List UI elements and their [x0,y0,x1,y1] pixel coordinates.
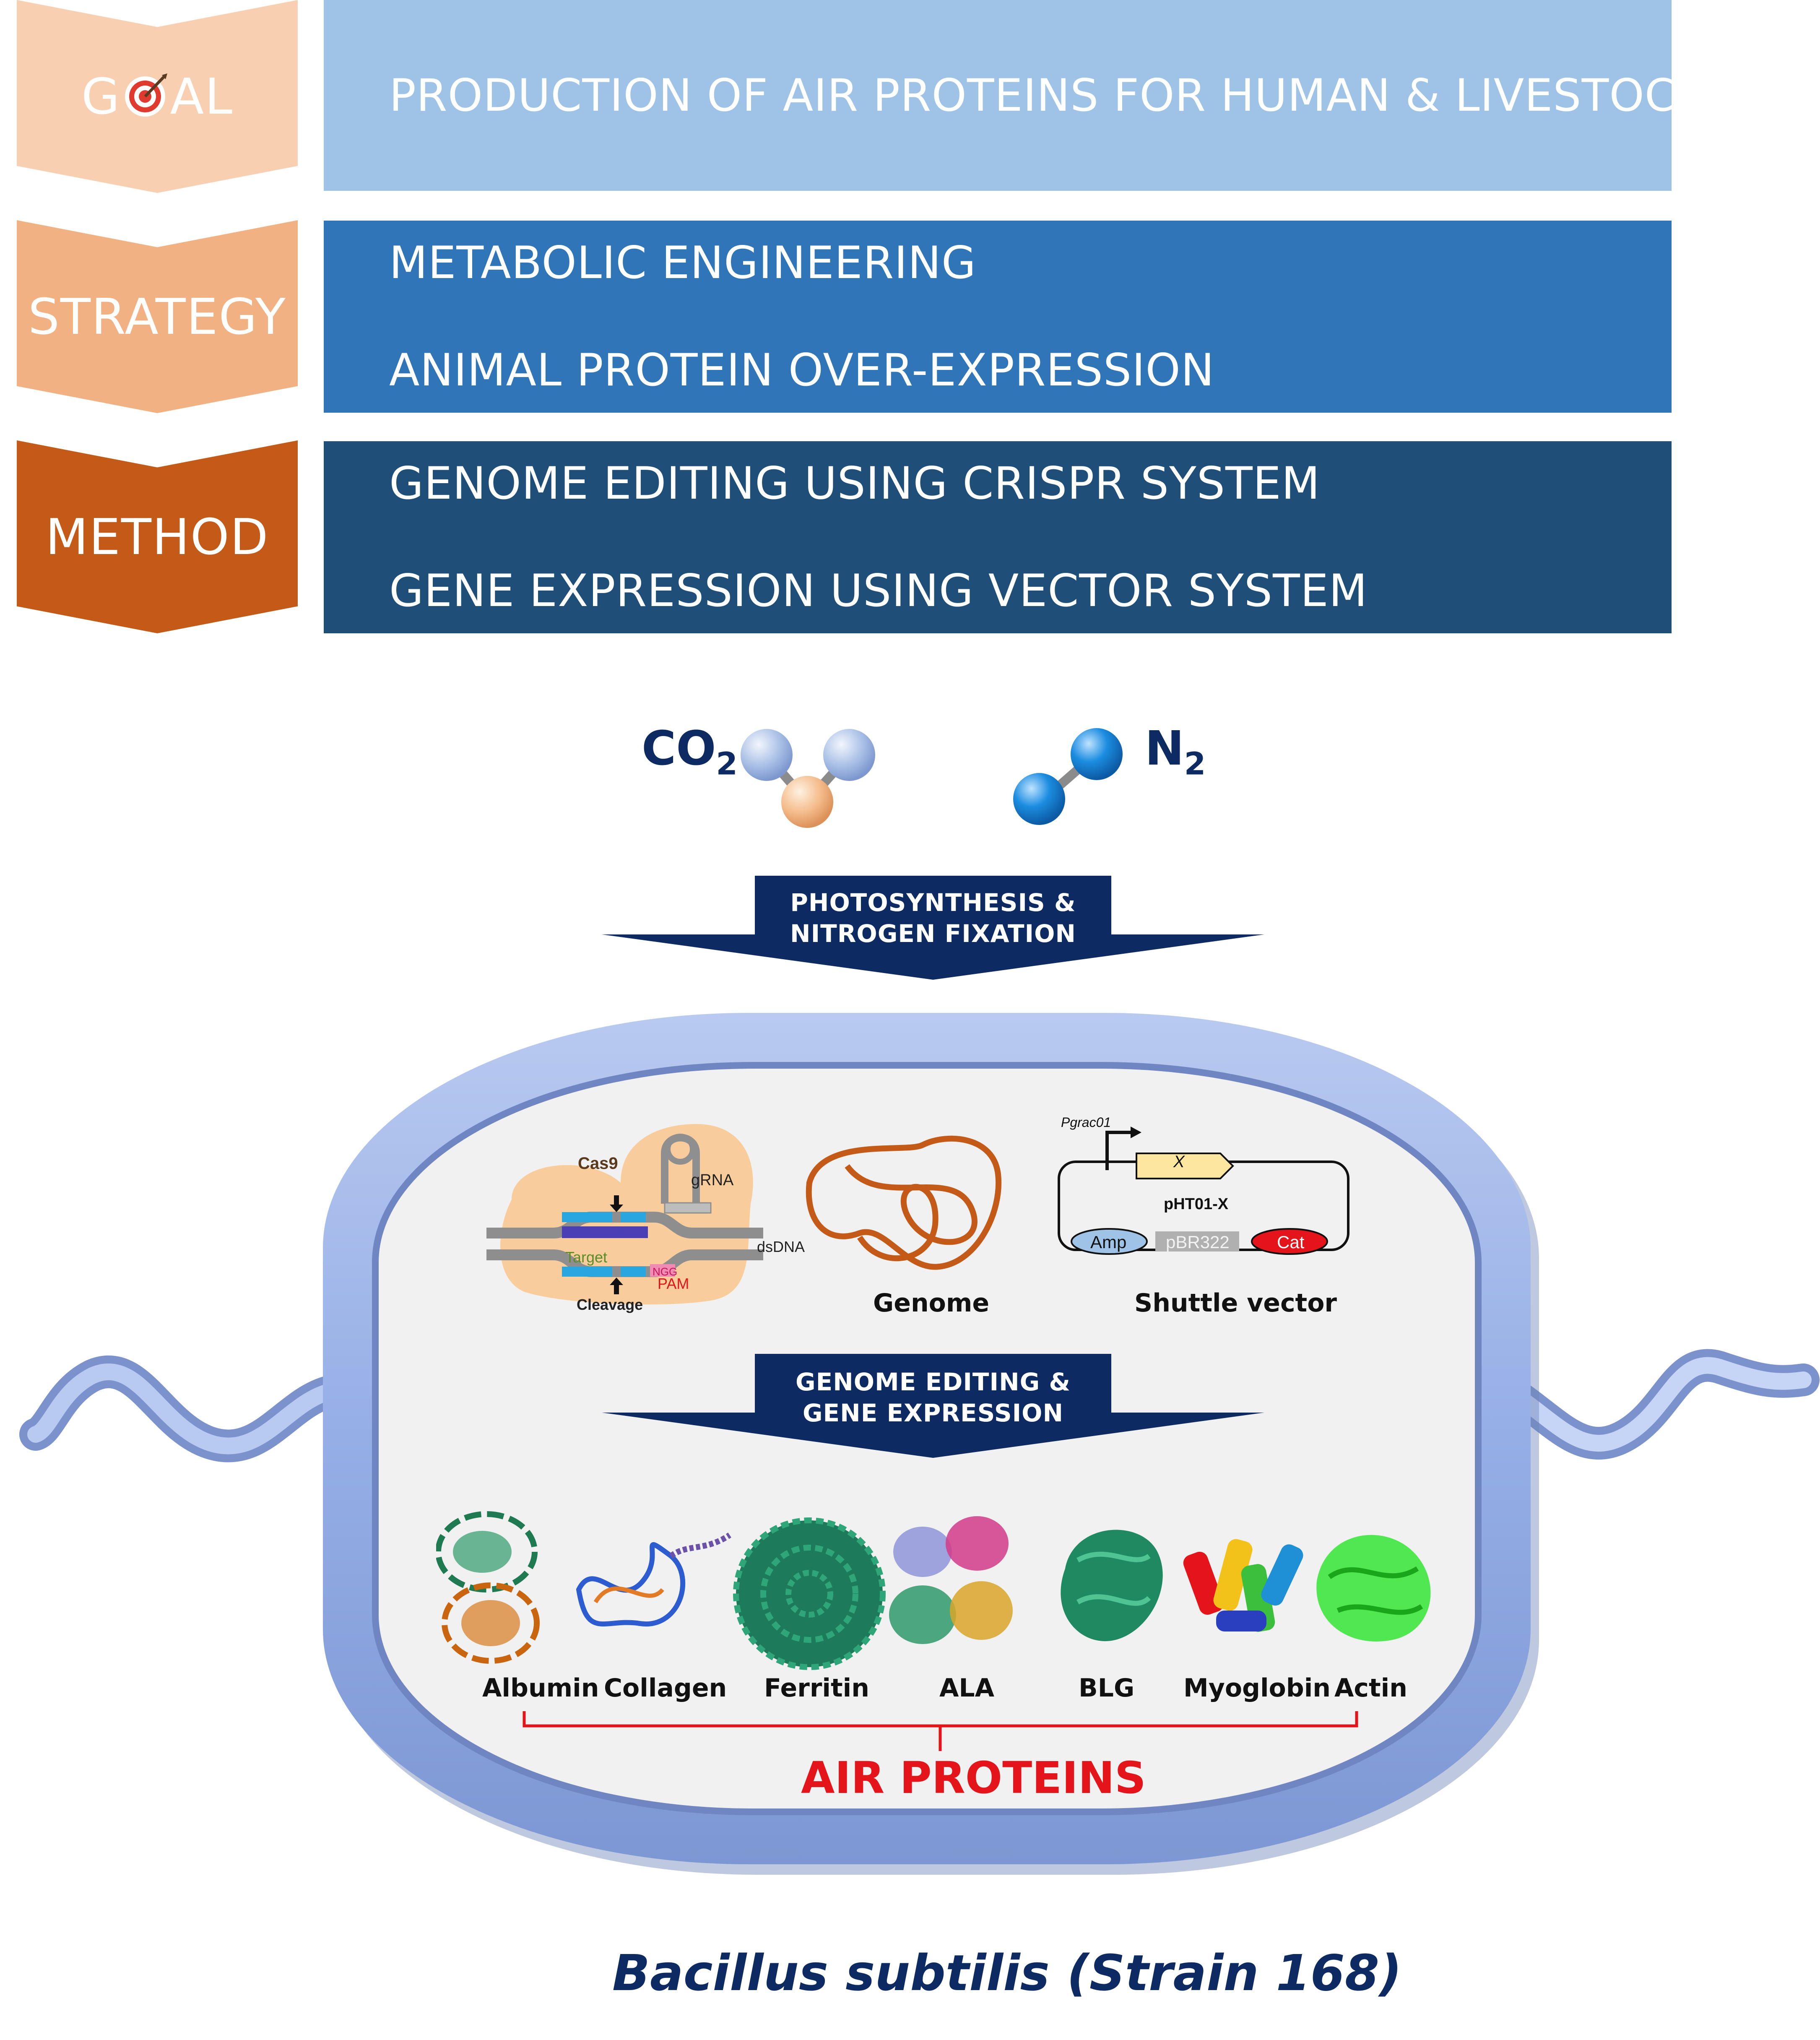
protein-structures [436,1511,1431,1670]
protein-label-ferritin: Ferritin [764,1673,869,1703]
target-top [562,1212,612,1222]
grna-tail [664,1202,712,1214]
shuttle-vector-diagram [1058,1127,1349,1255]
amp-marker [1071,1228,1148,1255]
method-chevron: METHOD [17,440,298,633]
cut-arrow-bottom [610,1278,623,1294]
cat-marker [1251,1228,1328,1255]
dsdna-label: dsDNA [757,1238,805,1255]
pbr322-marker [1155,1231,1239,1252]
oxygen-atom-right [823,729,875,781]
pam-label: PAM [658,1275,689,1292]
genome-graphic [806,1135,1002,1270]
strategy-text-1: METABOLIC ENGINEERING [389,237,977,289]
goal-text: PRODUCTION OF AIR PROTEINS FOR HUMAN & L… [389,69,1734,121]
genome-label: Genome [873,1288,990,1318]
actin-structure [1316,1535,1431,1642]
target-bottom [562,1267,612,1277]
n2-sub: 2 [1184,746,1206,782]
strategy-label: STRATEGY [28,288,287,346]
goal-label-end: AL [170,68,233,125]
air-proteins-bracket [523,1711,1358,1751]
middle-arrow-text: GENOME EDITING & GENE EXPRESSION [755,1366,1111,1429]
ala-structure [889,1516,1013,1644]
method-text-1: GENOME EDITING USING CRISPR SYSTEM [389,458,1321,509]
top-arrow [602,876,1264,980]
n2-label: N2 [1145,721,1206,782]
cas9-label: Cas9 [578,1154,618,1173]
grna-label: gRNA [691,1171,734,1189]
protein-label-blg: BLG [1079,1673,1135,1703]
strategy-text-2: ANIMAL PROTEIN OVER-EXPRESSION [389,344,1215,396]
n2-main: N [1145,721,1184,776]
cleavage-label: Cleavage [577,1296,643,1313]
molecules-graphic [741,728,1123,828]
shuttle-vector-label: Shuttle vector [1134,1288,1337,1318]
cat-label: Cat [1277,1232,1305,1252]
organism-label: Bacillus subtilis (Strain 168) [612,1944,1402,2002]
cut-arrow-top [610,1195,623,1212]
target-top-2 [621,1212,646,1222]
ferritin-structure [733,1517,886,1670]
carbon-atom [781,776,833,828]
air-proteins-label: AIR PROTEINS [801,1752,1146,1803]
pbr322-label: pBR322 [1166,1232,1230,1252]
blg-structure [1061,1530,1163,1642]
myoglobin-structure [1183,1539,1303,1632]
top-arrow-line-2: NITROGEN FIXATION [790,919,1076,948]
co2-label: CO2 [642,721,738,782]
protein-label-actin: Actin [1334,1673,1407,1703]
nitrogen-atom-2 [1071,728,1123,780]
method-label: METHOD [45,508,269,566]
collagen-structure [576,1533,731,1627]
protein-label-collagen: Collagen [604,1673,727,1703]
co2-main: CO [642,721,716,776]
goal-label-start: G [81,68,121,125]
top-arrow-text: PHOTOSYNTHESIS & NITROGEN FIXATION [755,887,1111,949]
strategy-chevron: STRATEGY [17,220,298,413]
grna-spacer [562,1226,648,1238]
method-text-2: GENE EXPRESSION USING VECTOR SYSTEM [389,565,1368,617]
target-label: Target [565,1249,608,1266]
ngg-label: NGG [653,1265,678,1278]
flagellum-right-highlight [1510,1357,1812,1452]
strategy-band: METABOLIC ENGINEERING ANIMAL PROTEIN OVE… [324,221,1672,413]
albumin-structure [436,1511,540,1664]
pam-box [650,1264,675,1277]
co2-sub: 2 [716,746,738,782]
nitrogen-atom-1 [1013,773,1065,825]
promoter-arrow [1105,1131,1132,1170]
gene-x-label: X [1173,1153,1185,1171]
flagellum-left-highlight [27,1363,335,1455]
promoter-arrow-head [1131,1127,1141,1138]
target-icon [125,73,168,117]
protein-label-albumin: Albumin [482,1673,599,1703]
vector-name-label: pHT01-X [1164,1195,1229,1213]
protein-label-myoglobin: Myoglobin [1183,1673,1331,1703]
goal-chevron: G AL [17,0,298,193]
gene-x [1136,1153,1234,1179]
oxygen-atom-left [741,729,793,781]
goal-band: PRODUCTION OF AIR PROTEINS FOR HUMAN & L… [324,0,1734,191]
amp-label: Amp [1090,1232,1127,1252]
middle-arrow-line-2: GENE EXPRESSION [802,1399,1064,1427]
target-bottom-2 [621,1267,646,1277]
promoter-label: Pgrac01 [1061,1115,1111,1130]
protein-label-ala: ALA [939,1673,995,1703]
middle-arrow-line-1: GENOME EDITING & [795,1368,1071,1396]
grna-loop [665,1134,696,1165]
crispr-cas9-diagram [486,1124,763,1305]
middle-arrow [602,1354,1264,1458]
top-arrow-line-1: PHOTOSYNTHESIS & [790,888,1076,917]
method-band: GENOME EDITING USING CRISPR SYSTEM GENE … [324,441,1672,633]
